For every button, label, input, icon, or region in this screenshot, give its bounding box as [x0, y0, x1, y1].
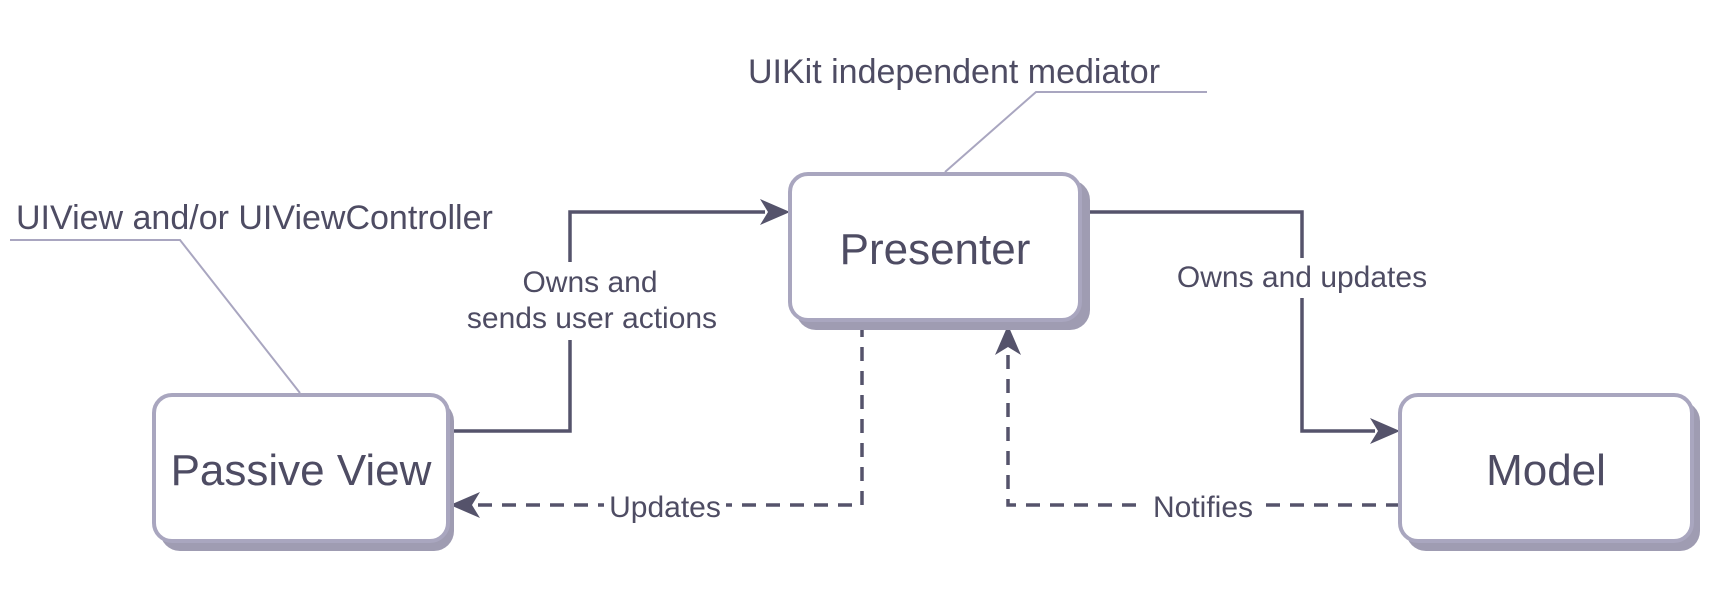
- presenter-node: Presenter: [788, 172, 1090, 330]
- view-note-callout-line: [10, 239, 301, 394]
- label-bg-view-to-presenter: [455, 262, 730, 340]
- edge-label-owns-and: Owns and: [522, 266, 657, 299]
- label-bg-notifies: [1144, 490, 1264, 524]
- model-node-box: [1398, 393, 1694, 543]
- arrowhead-view-to-presenter: [760, 199, 790, 225]
- presenter-node-label: Presenter: [840, 225, 1031, 274]
- edge-presenter-to-view: [470, 323, 864, 507]
- edge-model-to-presenter: [1006, 350, 1400, 507]
- model-node: Model: [1398, 393, 1700, 551]
- presenter-note-callout-line: [944, 91, 1207, 173]
- edge-label-sends-user-actions: sends user actions: [467, 302, 717, 335]
- label-bg-updates: [604, 490, 726, 524]
- arrowhead-presenter-to-model: [1370, 418, 1400, 444]
- edge-label-notifies: Notifies: [1153, 491, 1253, 524]
- arrowhead-presenter-to-view: [450, 492, 480, 518]
- passive-view-node-label: Passive View: [171, 446, 432, 495]
- edge-presenter-to-model: [1082, 210, 1375, 433]
- presenter-note-text: UIKit independent mediator: [748, 53, 1160, 91]
- passive-view-node-box: [152, 393, 450, 543]
- arrowhead-model-to-presenter: [995, 325, 1021, 355]
- model-node-label: Model: [1486, 446, 1606, 495]
- edge-label-updates: Updates: [609, 491, 721, 524]
- view-note-text: UIView and/or UIViewController: [16, 199, 493, 237]
- presenter-node-box: [788, 172, 1082, 322]
- passive-view-node: Passive View: [152, 393, 454, 551]
- label-bg-presenter-to-model: [1162, 258, 1447, 298]
- edge-label-owns-and-updates: Owns and updates: [1177, 261, 1427, 294]
